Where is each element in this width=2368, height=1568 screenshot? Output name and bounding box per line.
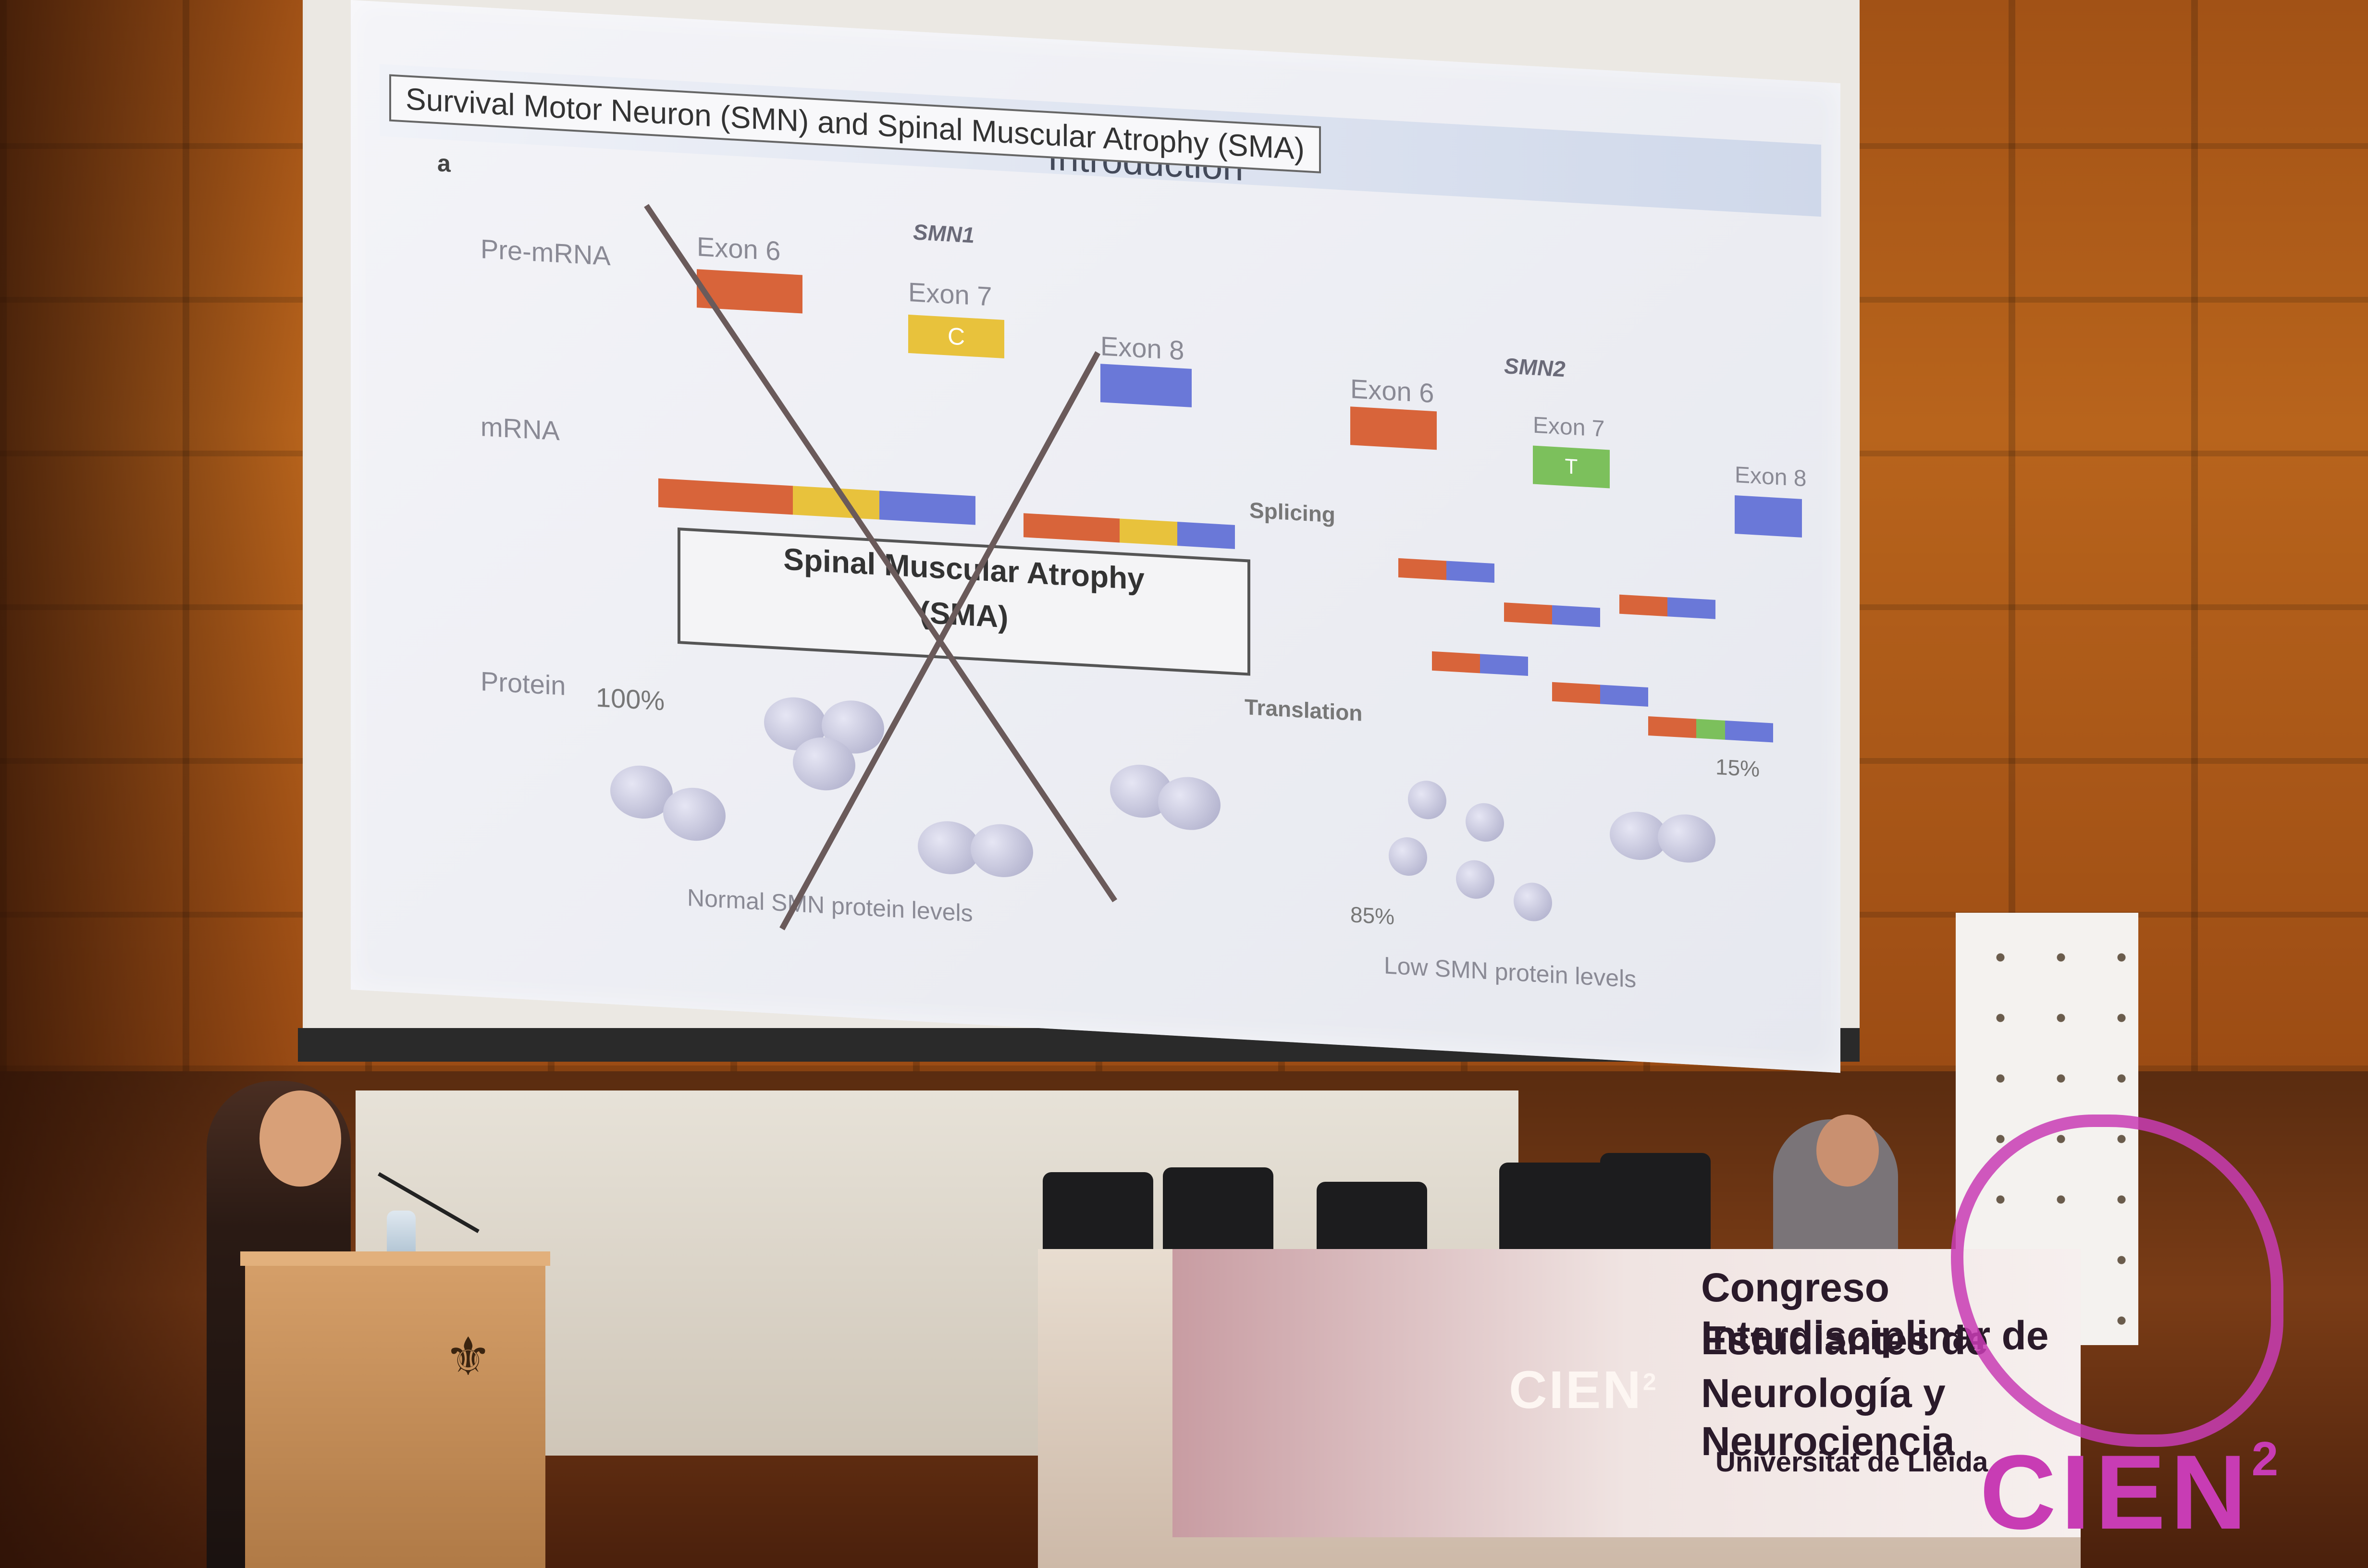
mrna-label: mRNA [481, 411, 560, 446]
mrna-bar [658, 478, 793, 515]
smn2-mrna-bar [1667, 597, 1715, 619]
smn2-mrna-bar [1504, 602, 1552, 625]
smn2-exon6 [1350, 406, 1437, 450]
smn1-exon8-label: Exon 8 [1100, 331, 1184, 366]
smn2-mrna-bar [1480, 654, 1528, 676]
smn1-exon8 [1100, 364, 1192, 407]
percent-15: 15% [1715, 754, 1760, 782]
smn2-exon7: T [1533, 445, 1610, 489]
smn1-exon6-label: Exon 6 [697, 231, 781, 267]
smn2-mrna-bar [1648, 716, 1696, 738]
smn2-mrna-bar [1619, 594, 1667, 617]
smn2-mrna-bar [1552, 682, 1600, 704]
podium [245, 1254, 545, 1568]
smn2-mrna-bar [1696, 719, 1725, 740]
banner-line2: Estudiantes de [1701, 1318, 1988, 1363]
banner-line3: Neurología y Neurociencia [1701, 1371, 1955, 1464]
mrna-bar [1177, 522, 1235, 549]
banner-university: Universitat de Lleida [1715, 1446, 1988, 1478]
watermark-logo: CIEN2 [1980, 1432, 2283, 1553]
smn2-exon7-label: Exon 7 [1533, 412, 1605, 442]
panel-letter: a [437, 149, 451, 177]
event-banner: Congreso Interdisciplinar de Estudiantes… [1172, 1249, 2081, 1537]
splicing-label: Splicing [1249, 497, 1335, 527]
smn2-mrna-bar [1552, 605, 1600, 627]
protein-blob [1658, 813, 1715, 864]
podium-top [240, 1251, 550, 1266]
banner-brand-text: CIEN [1509, 1360, 1643, 1420]
smn2-exon6-label: Exon 6 [1350, 373, 1434, 409]
caption-normal: Normal SMN protein levels [687, 884, 973, 927]
presentation-slide: Introduction Survival Motor Neuron (SMN)… [351, 0, 1840, 1073]
protein-blob [1158, 775, 1221, 832]
smn2-mrna-bar [1725, 720, 1773, 743]
smn2-mrna-bar [1398, 558, 1446, 580]
smn2-exon8-label: Exon 8 [1735, 462, 1807, 492]
smn2-mrna-bar [1446, 561, 1494, 583]
mrna-bar [1024, 513, 1120, 543]
watermark-text: CIEN [1980, 1433, 2252, 1551]
smn2-mrna-bar [1432, 651, 1480, 674]
smn2-exon8 [1735, 495, 1802, 538]
protein-blob [971, 822, 1033, 879]
mrna-bar [879, 490, 975, 525]
banner-brand-sup: 2 [1642, 1368, 1658, 1396]
truncated-protein [1389, 836, 1427, 877]
smn1-label: SMN1 [913, 219, 974, 248]
percent-100: 100% [596, 682, 665, 716]
smn2-mrna-bar [1600, 685, 1648, 707]
protein-blob [663, 786, 726, 843]
watermark-sup: 2 [2251, 1432, 2283, 1486]
caption-low: Low SMN protein levels [1384, 952, 1637, 993]
protein-label: Protein [481, 666, 566, 701]
truncated-protein [1514, 882, 1552, 922]
translation-label: Translation [1245, 694, 1363, 726]
smn2-label: SMN2 [1504, 353, 1566, 382]
seated-person-head [1816, 1115, 1879, 1187]
university-logo-icon: ⚜ [444, 1327, 492, 1386]
truncated-protein [1456, 859, 1494, 900]
percent-85: 85% [1350, 902, 1395, 930]
truncated-protein [1466, 802, 1504, 843]
mrna-bar [1120, 518, 1177, 546]
smn1-exon7-label: Exon 7 [908, 276, 992, 312]
speaker-face [259, 1090, 341, 1187]
banner-brand: CIEN2 [1509, 1360, 1658, 1421]
truncated-protein [1408, 779, 1446, 821]
pre-mrna-label: Pre-mRNA [481, 233, 611, 271]
smn1-exon7: C [908, 314, 1004, 359]
